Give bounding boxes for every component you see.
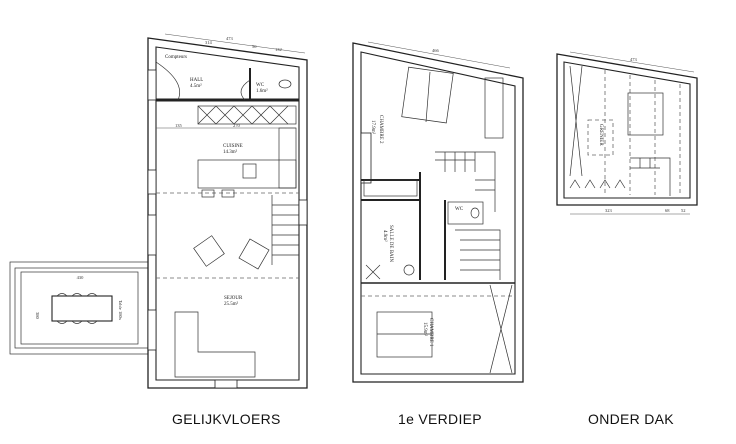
dim-terrace-width: 430 (77, 275, 85, 280)
ground-inner-wall (155, 46, 300, 381)
svg-text:4.5m²: 4.5m² (190, 83, 202, 89)
svg-text:135: 135 (175, 123, 183, 128)
svg-text:1.6m²: 1.6m² (256, 88, 268, 94)
closet (363, 179, 418, 197)
double-bed-1 (376, 311, 433, 358)
caption-attic: ONDER DAK (588, 411, 674, 427)
meters-label: Compteurs (165, 55, 187, 60)
first-inner-wall (360, 51, 516, 375)
toilet-icon (278, 79, 292, 89)
sink-icon (403, 264, 415, 276)
caption-ground-floor: GELIJKVLOERS (172, 411, 281, 427)
ground-floor-plan: 430 380 Table 180x Compteurs HALL 4.5m² … (9, 33, 308, 389)
kitchen-label: CUISINE (223, 144, 243, 149)
svg-text:314: 314 (205, 40, 213, 45)
svg-text:15.9m²: 15.9m² (422, 322, 428, 337)
caption-first-floor: 1e VERDIEP (398, 411, 482, 427)
wardrobe (484, 77, 504, 139)
toilet-icon (470, 207, 480, 219)
attic-plan: 473 GRENIER 323 68 52 (556, 51, 698, 215)
wc-label-1st: WC (455, 207, 464, 212)
stove-icon (242, 163, 257, 179)
dining-table (51, 295, 113, 322)
dim-terrace-height: 380 (35, 312, 40, 320)
svg-text:50: 50 (252, 44, 257, 49)
double-bed (401, 66, 454, 124)
hall-label: HALL (190, 78, 203, 83)
svg-text:473: 473 (630, 57, 638, 62)
bedroom2-label: CHAMBRE 2 (378, 115, 383, 144)
svg-text:17.9m²: 17.9m² (370, 120, 376, 135)
armchairs (193, 235, 270, 270)
upper-cabinets (197, 105, 297, 125)
svg-text:270: 270 (233, 123, 241, 128)
attic-label: GRENIER (598, 124, 603, 146)
dim-top-total: 473 (226, 36, 234, 41)
svg-text:52: 52 (681, 208, 686, 213)
chairs (56, 293, 98, 324)
svg-text:4.9m²: 4.9m² (382, 230, 388, 242)
svg-text:14.3m²: 14.3m² (223, 149, 238, 155)
living-label: SEJOUR (224, 296, 243, 301)
bathroom-label: SALLE DE BAIN (388, 225, 393, 262)
wc-label: WC (256, 83, 265, 88)
svg-text:323: 323 (605, 208, 613, 213)
attic-inner-wall (563, 61, 691, 199)
kitchen-island (197, 159, 297, 189)
svg-text:68: 68 (665, 208, 670, 213)
svg-text:466: 466 (432, 48, 440, 53)
attic-bed (627, 92, 664, 136)
bedroom1-label: CHAMBRE 1 (428, 318, 433, 347)
first-floor-plan: 466 CHAMBRE 2 17.9m² SALLE DE BAIN 4.9m²… (352, 41, 524, 383)
terrace-label: Table 180x (118, 300, 123, 321)
svg-text:25.5m²: 25.5m² (224, 301, 239, 307)
